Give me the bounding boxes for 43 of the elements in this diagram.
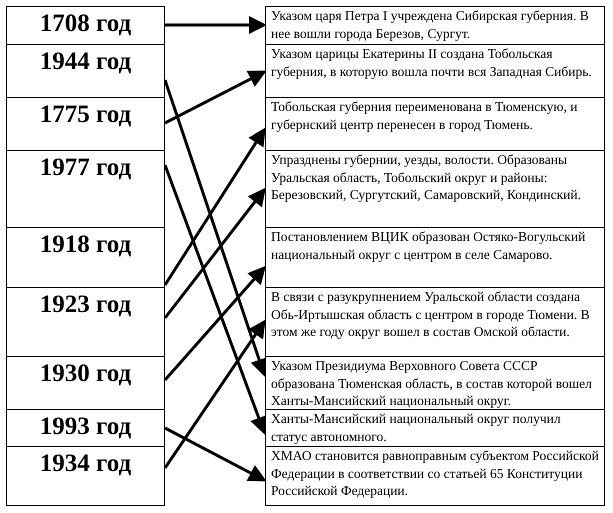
year-cell [6,227,165,288]
year-cell [6,44,165,98]
year-cell [6,150,165,228]
event-text: Ханты-Мансийский национальный округ получил статус автономного. [271,410,562,445]
arrow [164,188,266,319]
year-cell [6,409,165,447]
event-text: В связи с разукрупнением Уральской области создана Обь-Иртышская область с центром в городе Тюмени. В этом же году округ вошел в состав Омской области. [271,288,591,340]
year-cell [6,356,165,410]
event-text: ХМАО становится равноправным субъектом Российской Федерации в соответствии со статьей 65 Конституции Российской Федерации. [271,447,599,500]
year-cell [6,6,165,45]
year-text: 1930 год [40,359,132,389]
event-cell [265,227,605,288]
year-text: 1923 год [40,290,132,320]
event-text: Указом Президиума Верховного Совета СССР образована Тюменская область, в состав которой вошел Ханты-Мансийский национальный округ. [271,357,593,410]
event-cell [265,97,605,151]
arrow [164,127,266,286]
event-text: Указом царицы Екатерины II создана Тобольская губерния, в которую вошла почти вся Западная Сибирь. [271,45,593,80]
year-text: 1934 год [40,449,132,479]
arrow [164,164,268,435]
arrow [164,320,266,469]
arrow [164,266,266,381]
event-text: Указом царя Петра I учреждена Сибирская губерния. В нее вошли города Березов, Сургут. [271,7,590,42]
arrow [165,16,267,34]
event-cell [265,6,605,45]
event-text: Упразднены губернии, уезды, волости. Образованы Уральская область, Тобольский округ и районы: Березовский, Сургутский, Самаровский, Кондинский. [271,151,582,204]
year-text: 1993 год [40,412,132,442]
event-cell [265,150,605,228]
year-cell [6,446,165,506]
event-cell [265,409,605,447]
year-text: 1918 год [40,230,132,260]
year-text: 1708 год [40,9,132,39]
event-cell [265,287,605,357]
arrow [164,70,267,124]
year-text: 1944 год [40,47,132,77]
year-text: 1775 год [40,100,132,130]
year-text: 1977 год [40,153,132,183]
event-text: Постановлением ВЦИК образован Остяко-Вогульский национальный округ с центром в селе Самарово. [271,228,586,263]
year-cell [6,287,165,357]
event-text: Тобольская губерния переименована в Тюменскую, и губернский центр перенесен в город Тюмень. [271,98,578,133]
event-cell [265,446,605,506]
year-cell [6,97,165,151]
arrow [164,426,267,482]
event-cell [265,44,605,98]
